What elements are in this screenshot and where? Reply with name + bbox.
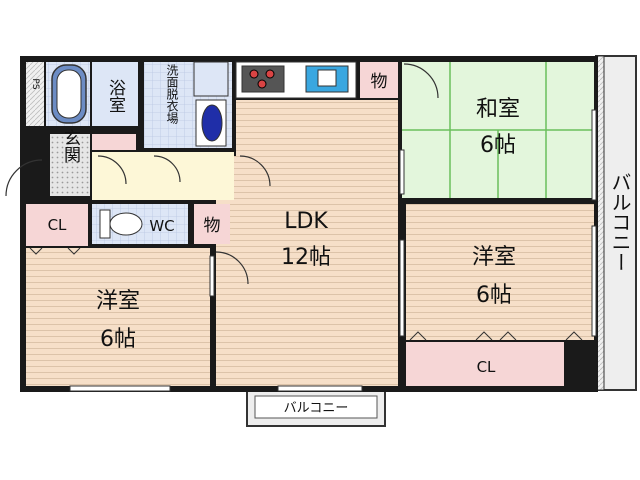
washitsu-label: 和室	[476, 97, 520, 122]
entrance-floor	[50, 134, 90, 196]
kitchen-counter	[235, 61, 357, 99]
closet-doors	[29, 247, 583, 341]
ldk-floor	[236, 100, 398, 386]
yoshitsu-right-label: 洋室	[472, 245, 516, 270]
yoshitsu-left-floor	[26, 248, 210, 386]
balcony-bottom-label: バルコニー	[284, 401, 349, 416]
ldk-size: 12帖	[281, 245, 331, 270]
storage-top	[360, 62, 398, 98]
washitsu-size: 6帖	[480, 133, 516, 158]
door-swings	[5, 63, 439, 285]
balcony-right-label: バルコニー	[608, 172, 632, 272]
washroom-label: 洗面脱衣場	[165, 64, 179, 125]
bath-label: 浴室	[105, 79, 126, 113]
windows	[69, 109, 597, 392]
entrance-label: 玄関	[60, 129, 80, 163]
washroom	[144, 61, 232, 148]
washitsu-floor	[402, 62, 594, 198]
ldk-label: LDK	[284, 209, 328, 234]
yoshitsu-right-floor	[406, 204, 594, 340]
yoshitsu-left-label: 洋室	[96, 289, 140, 314]
balcony-bottom	[246, 389, 386, 427]
balcony-right	[595, 55, 637, 391]
storage-mid	[194, 204, 230, 244]
ps-shaft	[26, 62, 44, 126]
bath-room	[46, 62, 138, 126]
storage-top-label: 物	[371, 72, 388, 92]
yoshitsu-left-size: 6帖	[100, 327, 136, 352]
closet-right-label: CL	[477, 358, 496, 376]
wc-room	[92, 204, 188, 244]
closet-right	[406, 342, 564, 386]
yoshitsu-right-size: 6帖	[476, 283, 512, 308]
closet-left-label: CL	[48, 216, 67, 234]
wc-label: WC	[149, 217, 174, 235]
closet-left	[26, 204, 88, 246]
storage-mid-label: 物	[204, 216, 221, 236]
hallway	[92, 152, 234, 200]
ps-label: PS	[30, 78, 40, 89]
